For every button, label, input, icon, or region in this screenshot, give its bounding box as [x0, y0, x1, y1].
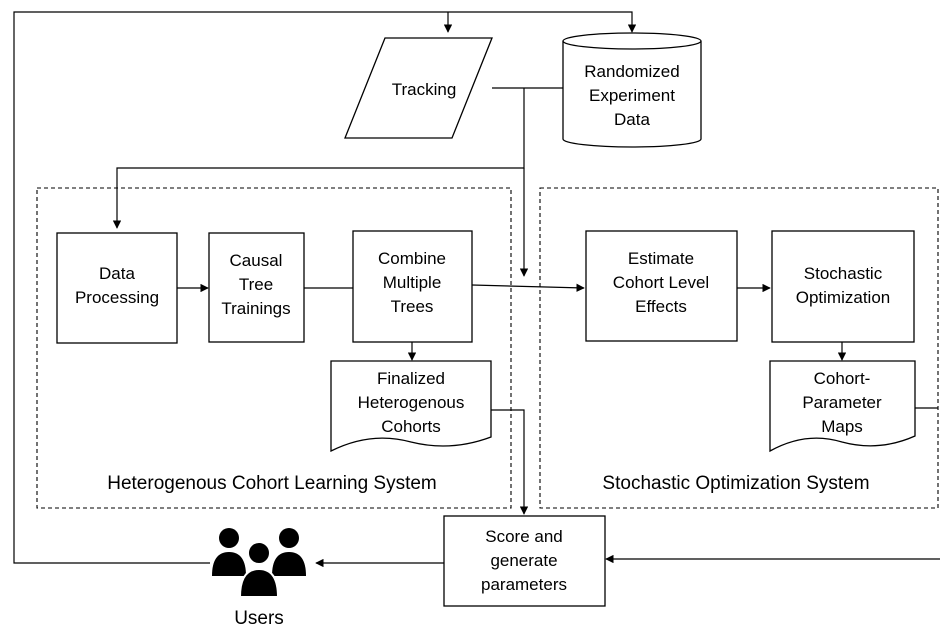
- cohort-maps-line-1: Cohort-: [814, 369, 871, 388]
- finalized-cohorts-line-1: Finalized: [377, 369, 445, 388]
- combine-trees-line-3: Trees: [391, 297, 434, 316]
- experiment-data-line-3: Data: [614, 110, 650, 129]
- cohort-maps-line-2: Parameter: [802, 393, 882, 412]
- score-parameters-line-2: generate: [490, 551, 557, 570]
- experiment-data-node: Randomized Experiment Data: [562, 32, 702, 148]
- stochastic-optimization-node: Stochastic Optimization: [771, 230, 915, 343]
- experiment-data-line-2: Experiment: [589, 86, 675, 105]
- score-parameters-line-3: parameters: [481, 575, 567, 594]
- data-processing-node: Data Processing: [56, 232, 178, 344]
- data-processing-line-1: Data: [99, 264, 135, 283]
- users-label: Users: [234, 608, 284, 629]
- estimate-effects-line-2: Cohort Level: [613, 273, 709, 292]
- stochastic-optimization-line-2: Optimization: [796, 288, 890, 307]
- feedback-to-experiment-data: [13, 11, 637, 564]
- cohort-maps-line-3: Maps: [821, 417, 863, 436]
- data-processing-line-2: Processing: [75, 288, 159, 307]
- causal-tree-line-1: Causal: [230, 251, 283, 270]
- cohort-learning-system-label: Heterogenous Cohort Learning System: [107, 473, 437, 494]
- cohort-learning-system-group: [36, 187, 512, 509]
- stochastic-optimization-line-1: Stochastic: [804, 264, 883, 283]
- cohort-maps-node: Cohort- Parameter Maps: [769, 360, 916, 453]
- causal-tree-line-3: Trainings: [221, 299, 290, 318]
- combine-trees-line-1: Combine: [378, 249, 446, 268]
- finalized-cohorts-node: Finalized Heterogenous Cohorts: [330, 360, 492, 453]
- combine-trees-line-2: Multiple: [383, 273, 442, 292]
- score-parameters-line-1: Score and: [485, 527, 563, 546]
- causal-tree-line-2: Tree: [239, 275, 273, 294]
- tracking-label: Tracking: [392, 80, 457, 99]
- tracking-node: Tracking: [344, 37, 493, 139]
- experiment-data-line-1: Randomized: [584, 62, 679, 81]
- optimization-system-group: [539, 187, 939, 509]
- cohorts-to-score-arrow: [491, 409, 529, 515]
- estimate-effects-node: Estimate Cohort Level Effects: [585, 230, 738, 342]
- users-icon: [212, 528, 306, 598]
- optimization-system-label: Stochastic Optimization System: [602, 473, 869, 494]
- combine-to-estimate-arrow: [471, 283, 585, 292]
- estimate-effects-line-1: Estimate: [628, 249, 694, 268]
- causal-tree-node: Causal Tree Trainings: [208, 232, 305, 343]
- data-to-processing-arrow: [112, 88, 525, 229]
- finalized-cohorts-line-2: Heterogenous: [358, 393, 465, 412]
- combine-trees-node: Combine Multiple Trees: [352, 230, 473, 343]
- estimate-effects-line-3: Effects: [635, 297, 687, 316]
- connectors: [13, 11, 940, 568]
- finalized-cohorts-line-3: Cohorts: [381, 417, 441, 436]
- score-parameters-node: Score and generate parameters: [443, 515, 606, 607]
